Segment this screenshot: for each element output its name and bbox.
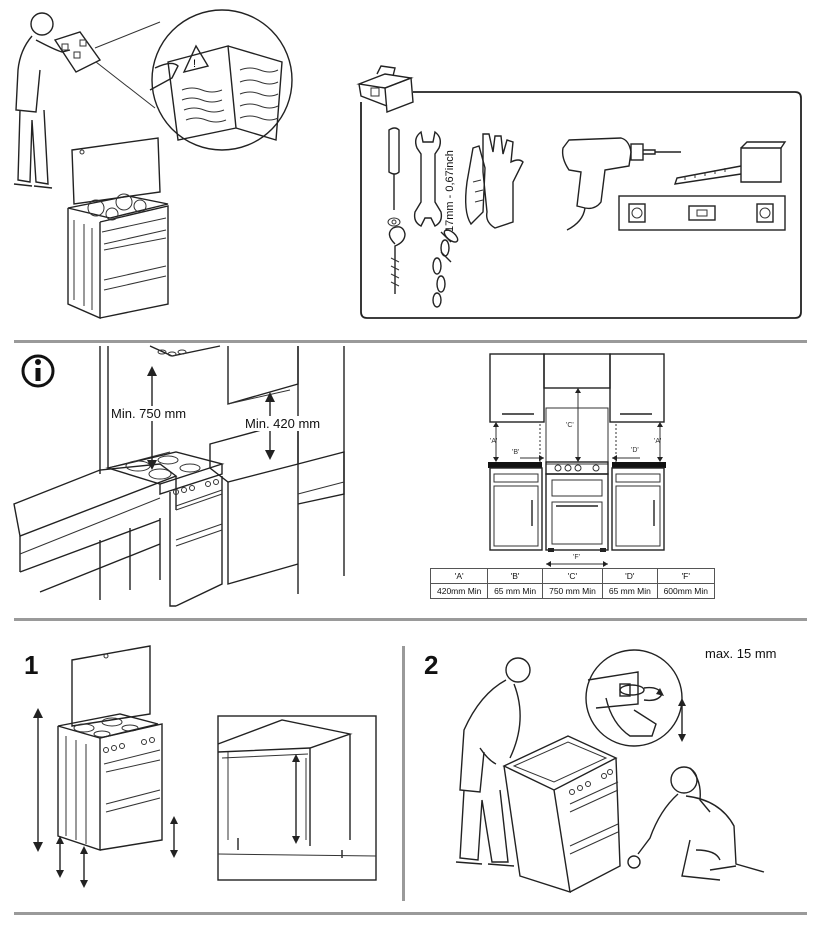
tag-b: 'B' (512, 449, 520, 456)
tag-a-right: 'A' (654, 438, 662, 445)
step-1-number: 1 (24, 650, 39, 680)
tag-f: 'F' (573, 554, 580, 561)
table-header: 'C' (541, 568, 604, 584)
svg-text:!: ! (193, 58, 196, 70)
section-divider-vertical (402, 646, 405, 901)
dimension-diagram: 'A' 'B' 'C' 'D' 'A' 'F' (480, 350, 680, 574)
min-side-label: Min. 420 mm (244, 416, 322, 431)
table-header: 'B' (487, 568, 543, 584)
tape-measure-icon (673, 141, 787, 185)
tag-c: 'C' (566, 422, 574, 429)
drill-icon (561, 137, 681, 231)
section-divider (14, 618, 807, 621)
clearance-illustration: Min. 750 mm Min. 420 mm (0, 344, 370, 616)
section-divider (14, 340, 807, 343)
min-height-label: Min. 750 mm (110, 406, 188, 421)
chain-icon (432, 229, 459, 308)
dimension-table-header-row: 'A' 'B' 'C' 'D' 'F' (429, 568, 716, 584)
tools-panel: 17mm - 0,67inch (355, 62, 810, 324)
table-header: 'D' (602, 568, 658, 584)
manual-reading-illustration: ! (0, 0, 300, 330)
table-header: 'F' (656, 568, 716, 584)
tag-a-left: 'A' (490, 438, 498, 445)
step-2-illustration (420, 640, 810, 905)
table-cell: 65 mm Min (602, 583, 658, 599)
dimension-table: 'A' 'B' 'C' 'D' 'F' 420mm Min 65 mm Min … (429, 568, 716, 599)
table-cell: 65 mm Min (487, 583, 543, 599)
toolbox-icon (356, 65, 414, 113)
hook-icon (388, 226, 406, 294)
table-header: 'A' (429, 568, 489, 584)
table-cell: 420mm Min (429, 583, 489, 599)
tag-d: 'D' (631, 447, 639, 454)
step-1-illustration (20, 640, 390, 905)
info-icon (21, 354, 55, 388)
section-divider (14, 912, 807, 915)
spirit-level-icon (618, 195, 786, 231)
wrench-size-label: 17mm - 0,67inch (444, 150, 456, 232)
step-2-number: 2 (424, 650, 439, 680)
dimension-table-value-row: 420mm Min 65 mm Min 750 mm Min 65 mm Min… (429, 583, 716, 599)
screwdriver-icon (387, 127, 401, 227)
max-height-label: max. 15 mm (705, 646, 777, 661)
gloves-icon (464, 133, 524, 229)
table-cell: 600mm Min (656, 583, 716, 599)
wrench-icon (413, 130, 443, 227)
table-cell: 750 mm Min (541, 583, 604, 599)
